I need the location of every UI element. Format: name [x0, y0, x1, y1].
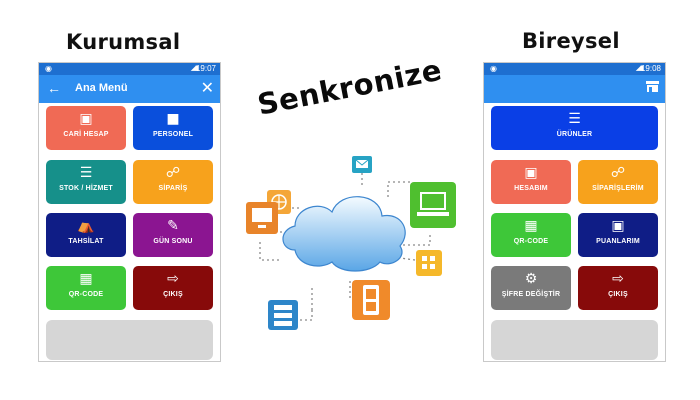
tile-label: STOK / HİZMET	[59, 185, 113, 192]
tile-label: GÜN SONU	[153, 238, 193, 245]
app-bar: ← Ana Menü ✕	[39, 75, 220, 103]
wallet-icon: ▣	[79, 111, 93, 127]
tile-qr-code[interactable]: ▦ QR-CODE	[46, 266, 126, 310]
tile-label: HESABIM	[514, 185, 548, 192]
tile-label: ŞİFRE DEĞİŞTİR	[501, 291, 561, 298]
status-time: 19:08	[640, 64, 661, 73]
tile-label: ÇIKIŞ	[163, 291, 183, 298]
status-bar: ◉ ◢▮ 19:07	[39, 63, 220, 75]
clipboard-icon: ✎	[167, 218, 179, 234]
tile-label: PERSONEL	[152, 131, 194, 138]
bank-icon: ⛺	[77, 218, 95, 234]
tile-label: TAHSİLAT	[68, 238, 104, 245]
list-icon: ☰	[568, 111, 581, 127]
qr-code-icon: ▦	[79, 271, 93, 287]
android-icon: ◉	[490, 64, 497, 73]
footer-card	[491, 320, 658, 360]
tile-label: ÇIKIŞ	[608, 291, 628, 298]
cloud-sync-diagram	[246, 156, 456, 330]
close-icon[interactable]: ✕	[200, 80, 214, 97]
store-icon[interactable]	[646, 81, 659, 92]
sync-title: Senkronize	[254, 52, 445, 122]
back-arrow-icon[interactable]: ←	[47, 80, 61, 96]
tile-tahsilat[interactable]: ⛺ TAHSİLAT	[46, 213, 126, 257]
laptop-icon	[410, 182, 456, 228]
qr-code-icon: ▦	[524, 218, 538, 234]
tile-stok-hizmet[interactable]: ☰ STOK / HİZMET	[46, 160, 126, 204]
status-time: 19:07	[195, 64, 216, 73]
signal-battery-icon: ◢▮	[190, 65, 199, 72]
app-bar	[484, 75, 665, 103]
gear-icon: ⚙	[524, 271, 538, 287]
tile-label: ÜRÜNLER	[556, 131, 593, 138]
tile-personel[interactable]: ■ PERSONEL	[133, 106, 213, 150]
exit-icon: ⇨	[612, 271, 624, 287]
footer-card	[46, 320, 213, 360]
tile-siparislerim[interactable]: ☍ SİPARİŞLERİM	[578, 160, 658, 204]
corporate-heading: Kurumsal	[66, 30, 181, 54]
tile-puanlarim[interactable]: ▣ PUANLARIM	[578, 213, 658, 257]
tile-label: QR-CODE	[68, 291, 104, 298]
cart-icon: ☍	[610, 165, 626, 181]
status-bar: ◉ ◢▮ 19:08	[484, 63, 665, 75]
individual-heading: Bireysel	[522, 29, 620, 53]
tile-sifre-degistir[interactable]: ⚙ ŞİFRE DEĞİŞTİR	[491, 266, 571, 310]
cart-icon: ☍	[165, 165, 181, 181]
tile-hesabim[interactable]: ▣ HESABIM	[491, 160, 571, 204]
tile-label: PUANLARIM	[596, 238, 640, 245]
individual-phone-screen: ◉ ◢▮ 19:08 ☰ ÜRÜNLER ▣ HESABIM ☍ SİPARİŞ…	[483, 62, 666, 362]
exit-icon: ⇨	[167, 271, 179, 287]
person-badge-icon: ■	[166, 111, 180, 127]
corporate-phone-screen: ◉ ◢▮ 19:07 ← Ana Menü ✕ ▣ CARİ HESAP ■ P…	[38, 62, 221, 362]
desktop-icon	[246, 202, 278, 234]
signal-battery-icon: ◢▮	[635, 65, 644, 72]
briefcase-icon: ▣	[611, 218, 625, 234]
list-icon: ☰	[79, 165, 93, 181]
apps-icon	[416, 250, 442, 276]
mail-icon	[352, 156, 372, 173]
server-icon	[268, 300, 298, 330]
page-title: Ana Menü	[75, 82, 128, 94]
tile-label: QR-CODE	[513, 238, 549, 245]
android-icon: ◉	[45, 64, 52, 73]
mobile-phone-icon	[352, 280, 390, 320]
tile-cikis[interactable]: ⇨ ÇIKIŞ	[578, 266, 658, 310]
tile-qr-code[interactable]: ▦ QR-CODE	[491, 213, 571, 257]
tile-cari-hesap[interactable]: ▣ CARİ HESAP	[46, 106, 126, 150]
tile-urunler[interactable]: ☰ ÜRÜNLER	[491, 106, 658, 150]
tile-siparis[interactable]: ☍ SİPARİŞ	[133, 160, 213, 204]
cloud-icon	[282, 196, 406, 272]
tile-label: SİPARİŞ	[158, 185, 188, 192]
wallet-icon: ▣	[524, 165, 538, 181]
tile-label: SİPARİŞLERİM	[592, 185, 644, 192]
tile-gun-sonu[interactable]: ✎ GÜN SONU	[133, 213, 213, 257]
tile-label: CARİ HESAP	[63, 131, 109, 138]
tile-cikis[interactable]: ⇨ ÇIKIŞ	[133, 266, 213, 310]
